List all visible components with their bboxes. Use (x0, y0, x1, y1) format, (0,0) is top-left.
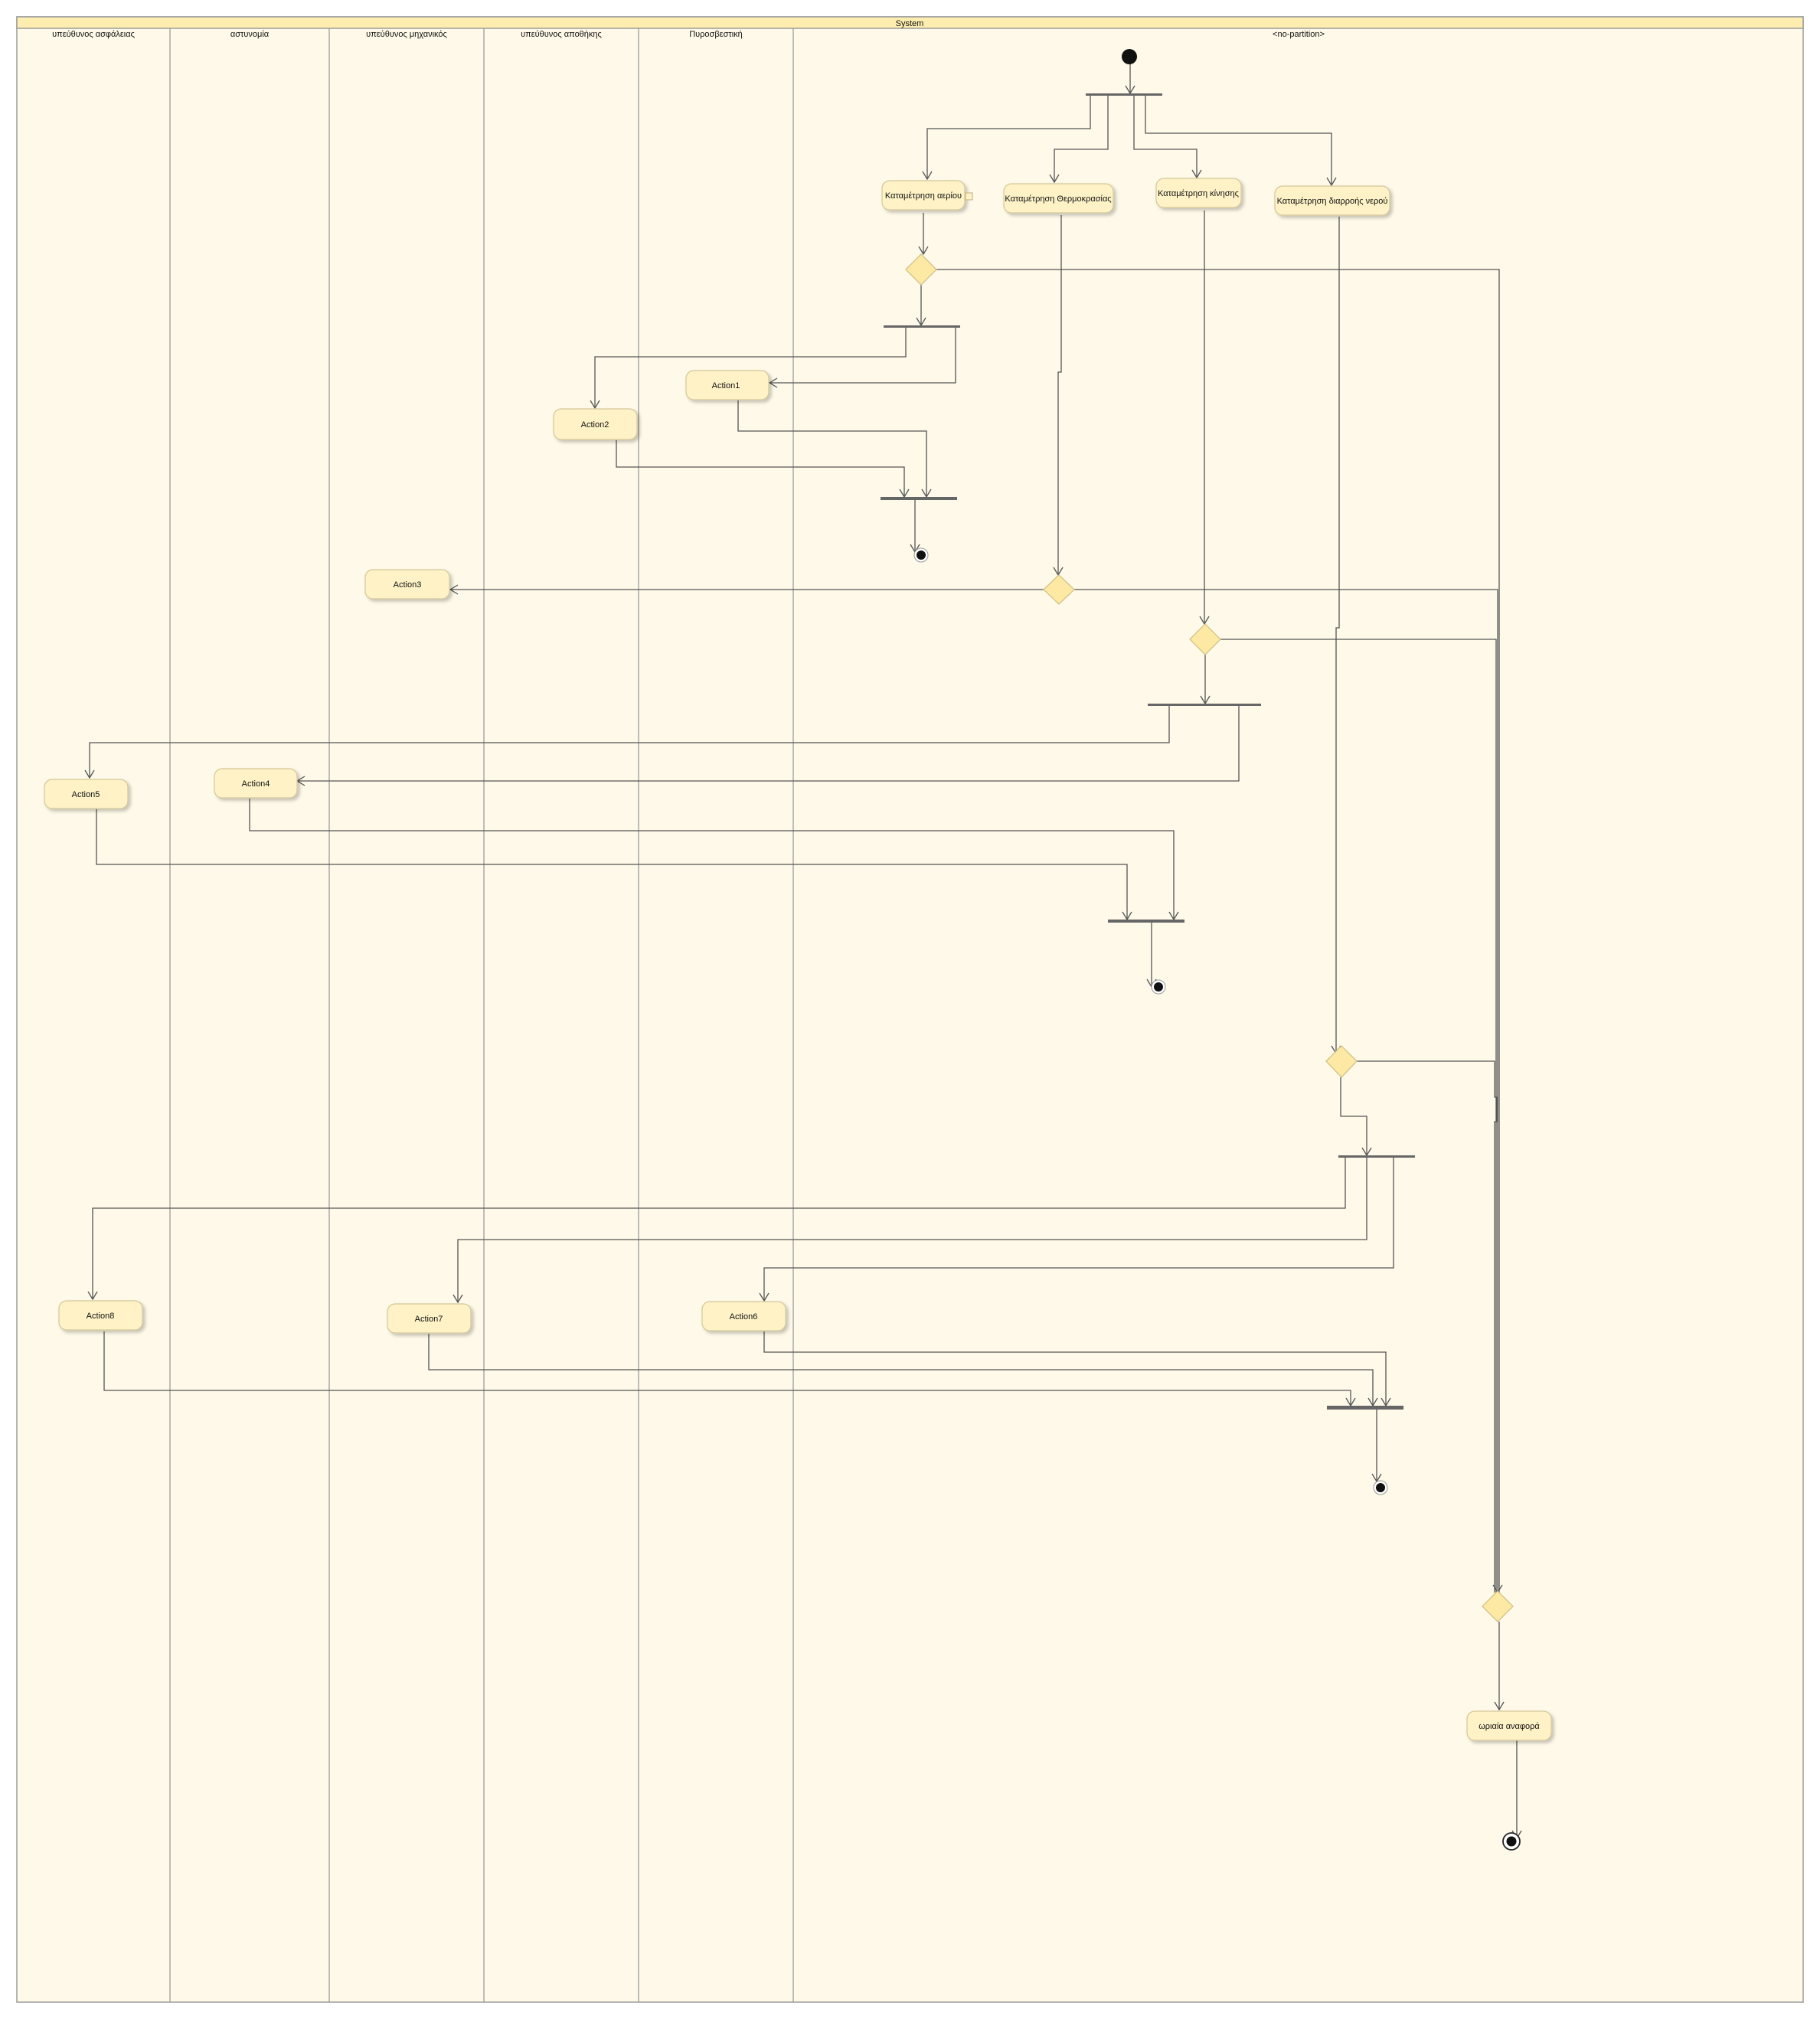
flow-final-node (913, 547, 929, 563)
decision-node (905, 253, 937, 286)
action-6: Action6 (701, 1301, 786, 1331)
action-5: Action5 (44, 779, 129, 809)
action-label: Action1 (712, 381, 740, 390)
lane-police: αστυνομία (230, 30, 270, 39)
join-bar (1108, 920, 1184, 923)
lane-security-officer: υπεύθυνος ασφάλειας (52, 30, 135, 39)
join-bar (881, 497, 957, 500)
decision-node (1325, 1045, 1358, 1078)
join-bar (1327, 1406, 1403, 1410)
action-nodes: Καταμέτρηση αερίου Καταμέτρηση Θερμοκρασ… (44, 178, 1552, 1741)
lane-engineer: υπεύθυνος μηχανικός (366, 30, 447, 39)
system-frame (16, 16, 1804, 2003)
activity-final-node (1502, 1832, 1521, 1851)
action-label: Action3 (394, 580, 422, 590)
note-marker (965, 192, 973, 201)
decision-nodes (905, 253, 1514, 1622)
action-hourly-report: ωριαία αναφορά (1466, 1710, 1552, 1741)
action-gas-measurement: Καταμέτρηση αερίου (881, 180, 973, 211)
action-label: Καταμέτρηση διαρροής νερού (1277, 197, 1388, 206)
initial-node (1122, 49, 1137, 64)
fork-bar (1086, 93, 1162, 96)
action-2: Action2 (553, 408, 638, 440)
flow-final-nodes (913, 547, 1388, 1495)
action-label: Action4 (242, 779, 270, 789)
fork-bar (1148, 704, 1261, 706)
action-label: ωριαία αναφορά (1479, 1722, 1540, 1731)
action-3: Action3 (364, 569, 450, 599)
decision-node (1482, 1590, 1514, 1622)
fork-bar (884, 325, 960, 328)
fork-join-bars (881, 93, 1415, 1410)
lane-fire-department: Πυροσβεστική (689, 30, 743, 39)
decision-node (1189, 623, 1221, 655)
decision-node (1043, 574, 1075, 605)
lane-no-partition: <no-partition> (1273, 30, 1325, 39)
action-label: Καταμέτρηση Θερμοκρασίας (1005, 194, 1111, 204)
action-label: Καταμέτρηση κίνησης (1158, 189, 1239, 198)
flow-final-node (1373, 1480, 1388, 1495)
action-4: Action4 (214, 768, 298, 799)
action-1: Action1 (685, 370, 769, 400)
action-8: Action8 (58, 1300, 143, 1331)
action-label: Action8 (87, 1312, 115, 1321)
action-temperature-measurement: Καταμέτρηση Θερμοκρασίας (1003, 183, 1114, 214)
lane-headers: υπεύθυνος ασφάλειας αστυνομία υπεύθυνος … (52, 30, 1325, 39)
action-label: Action5 (72, 790, 100, 799)
fork-bar (1338, 1155, 1415, 1158)
action-label: Καταμέτρηση αερίου (885, 191, 962, 201)
action-label: Action6 (730, 1312, 758, 1321)
system-title: System (896, 19, 924, 28)
action-label: Action2 (581, 420, 609, 430)
control-flows (89, 64, 1518, 1838)
action-water-leak-measurement: Καταμέτρηση διαρροής νερού (1274, 185, 1390, 216)
lane-warehouse-manager: υπεύθυνος αποθήκης (521, 30, 602, 39)
action-motion-measurement: Καταμέτρηση κίνησης (1155, 178, 1242, 208)
flow-final-node (1151, 979, 1166, 995)
action-label: Action7 (415, 1315, 443, 1324)
system-header (16, 16, 1804, 29)
lane-dividers (169, 28, 794, 2002)
action-7: Action7 (387, 1303, 472, 1334)
